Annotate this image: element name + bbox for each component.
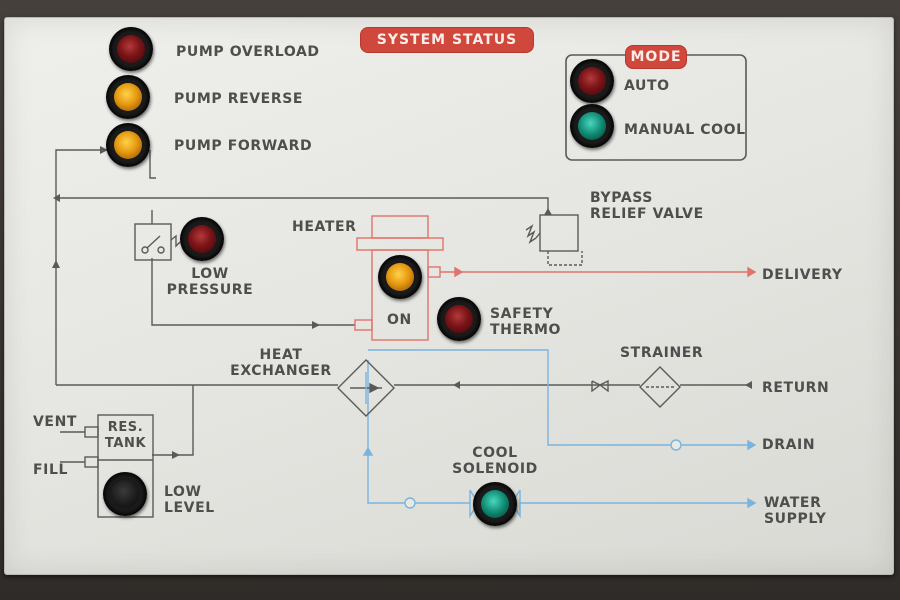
heat-exchanger-label: HEAT EXCHANGER [228,347,334,379]
pump-overload-label: PUMP OVERLOAD [176,44,320,60]
fill-label: FILL [33,462,69,478]
bypass-line1: BYPASS [590,190,653,206]
water-supply-line2: SUPPLY [764,511,827,527]
safety-thermo-line2: THERMO [490,322,562,338]
safety-thermo-label: SAFETY THERMO [490,306,561,338]
res-tank-line1: RES. [107,420,144,435]
res-tank-line2: TANK [104,436,147,451]
drain-label: DRAIN [762,437,816,453]
heater-on-lens [386,263,414,291]
cool-solenoid-lamp [473,482,517,526]
mode-manual-cool-lamp [570,104,614,148]
system-status-badge: SYSTEM STATUS [360,27,534,53]
mode-manual-cool-label: MANUAL COOL [624,122,746,138]
low-pressure-label: LOW PRESSURE [160,266,260,298]
pump-overload-lamp [109,27,153,71]
pump-reverse-lamp [106,75,150,119]
water-supply-label: WATER SUPPLY [764,495,826,527]
heat-exchanger-line1: HEAT [259,347,303,363]
water-supply-line1: WATER [764,495,822,511]
low-level-lens [111,480,139,508]
pump-forward-lens [114,131,142,159]
low-pressure-lens [188,225,216,253]
bypass-line2: RELIEF VALVE [590,206,704,222]
pump-forward-lamp [106,123,150,167]
pump-forward-label: PUMP FORWARD [174,138,313,154]
bypass-relief-valve-label: BYPASS RELIEF VALVE [590,190,704,222]
low-pressure-line2: PRESSURE [166,282,254,298]
pump-overload-lens [117,35,145,63]
low-level-lamp [103,472,147,516]
low-level-line1: LOW [164,484,202,500]
cool-solenoid-line2: SOLENOID [452,461,538,477]
low-level-label: LOW LEVEL [164,484,215,516]
res-tank-label: RES. TANK [98,420,153,452]
cool-solenoid-line1: COOL [472,445,518,461]
strainer-label: STRAINER [620,345,704,361]
low-pressure-line1: LOW [191,266,229,282]
mode-manual-cool-lens [578,112,606,140]
cool-solenoid-label: COOL SOLENOID [440,445,550,477]
mode-auto-lamp [570,59,614,103]
safety-thermo-lens [445,305,473,333]
return-label: RETURN [762,380,830,396]
heat-exchanger-line2: EXCHANGER [230,363,332,379]
delivery-label: DELIVERY [762,267,843,283]
safety-thermo-line1: SAFETY [490,306,554,322]
cool-solenoid-lens [481,490,509,518]
mode-auto-lens [578,67,606,95]
low-level-line2: LEVEL [164,500,215,516]
safety-thermo-lamp [437,297,481,341]
mode-auto-label: AUTO [624,78,670,94]
heater-label: HEATER [292,219,357,235]
pump-reverse-label: PUMP REVERSE [174,91,304,107]
mode-badge: MODE [625,45,687,69]
low-pressure-lamp [180,217,224,261]
heater-on-lamp [378,255,422,299]
vent-label: VENT [33,414,78,430]
heater-on-label: ON [387,312,412,328]
pump-reverse-lens [114,83,142,111]
